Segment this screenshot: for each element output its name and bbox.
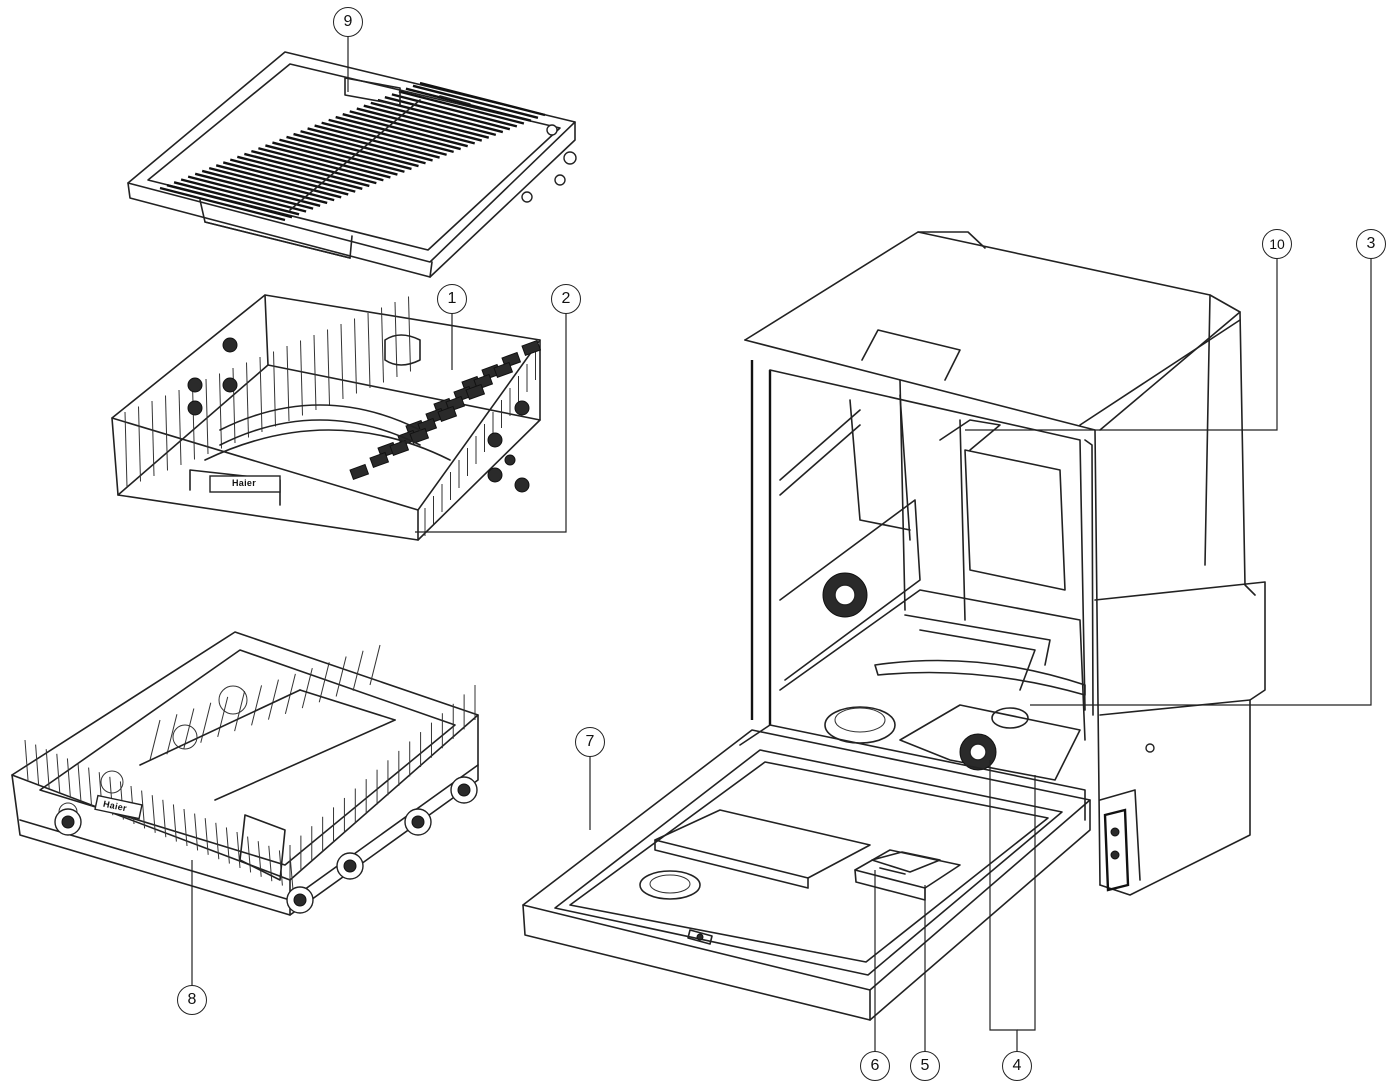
callout-5: 5 [910, 1051, 940, 1081]
dishwasher-door [522, 729, 1091, 1021]
callout-9: 9 [333, 7, 363, 37]
callout-3: 3 [1356, 229, 1386, 259]
callout-6: 6 [860, 1051, 890, 1081]
callout-8: 8 [177, 985, 207, 1015]
dishwasher-tub [739, 231, 1266, 896]
leader-lines [191, 36, 1372, 1052]
lower-rack [11, 631, 479, 916]
callout-2: 2 [551, 284, 581, 314]
callout-1: 1 [437, 284, 467, 314]
cutlery-tray [127, 51, 577, 278]
upper-rack [111, 294, 542, 541]
callout-4: 4 [1002, 1051, 1032, 1081]
upper-rack-logo: Haier [232, 478, 257, 488]
callout-7: 7 [575, 727, 605, 757]
callout-10: 10 [1262, 229, 1292, 259]
